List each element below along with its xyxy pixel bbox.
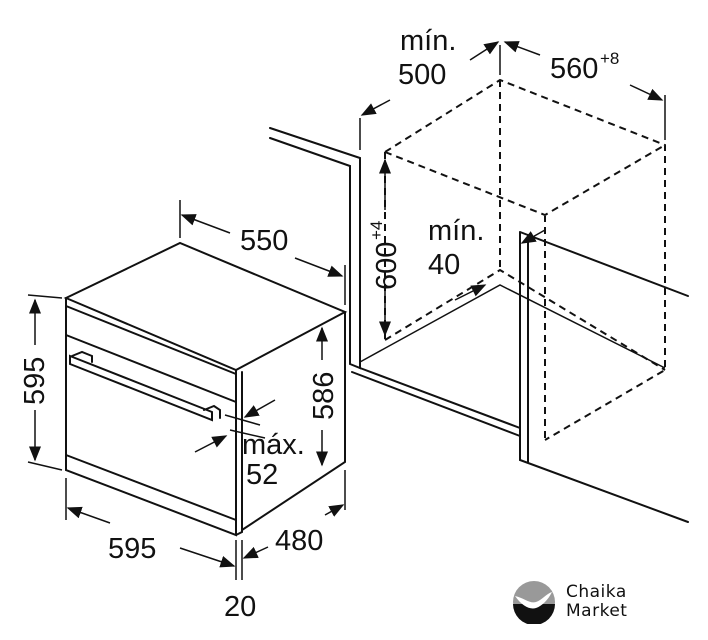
cabinet-width-tolerance: +8 bbox=[600, 49, 619, 68]
oven bbox=[63, 241, 348, 537]
handle-projection: 52 bbox=[246, 459, 278, 491]
oven-front-width: 595 bbox=[108, 533, 156, 565]
oven-body-depth: 480 bbox=[275, 525, 323, 557]
oven-handle bbox=[69, 354, 213, 422]
min-gap: 40 bbox=[428, 249, 460, 281]
seagull-logo-icon bbox=[513, 581, 555, 624]
chaika-market-logo: Chaika Market bbox=[512, 580, 627, 624]
handle-projection-label: máx. bbox=[242, 429, 305, 461]
front-panel-thickness: 20 bbox=[224, 591, 256, 623]
cabinet-min-depth-label: mín. bbox=[400, 25, 456, 57]
dimension-lines bbox=[27, 41, 666, 580]
oven-body-height: 586 bbox=[308, 372, 340, 420]
min-gap-label: mín. bbox=[428, 215, 484, 247]
cabinet-height: 600 bbox=[371, 242, 403, 290]
cabinet-height-tolerance: +4 bbox=[367, 221, 386, 240]
cabinet-min-depth: 500 bbox=[398, 59, 446, 91]
logo-line2: Market bbox=[566, 601, 628, 621]
cabinet-niche bbox=[269, 78, 689, 523]
logo-line1: Chaika bbox=[566, 582, 627, 602]
oven-front-height: 595 bbox=[19, 357, 51, 405]
oven-depth-top: 550 bbox=[240, 225, 288, 257]
cabinet-width: 560 bbox=[550, 53, 598, 85]
